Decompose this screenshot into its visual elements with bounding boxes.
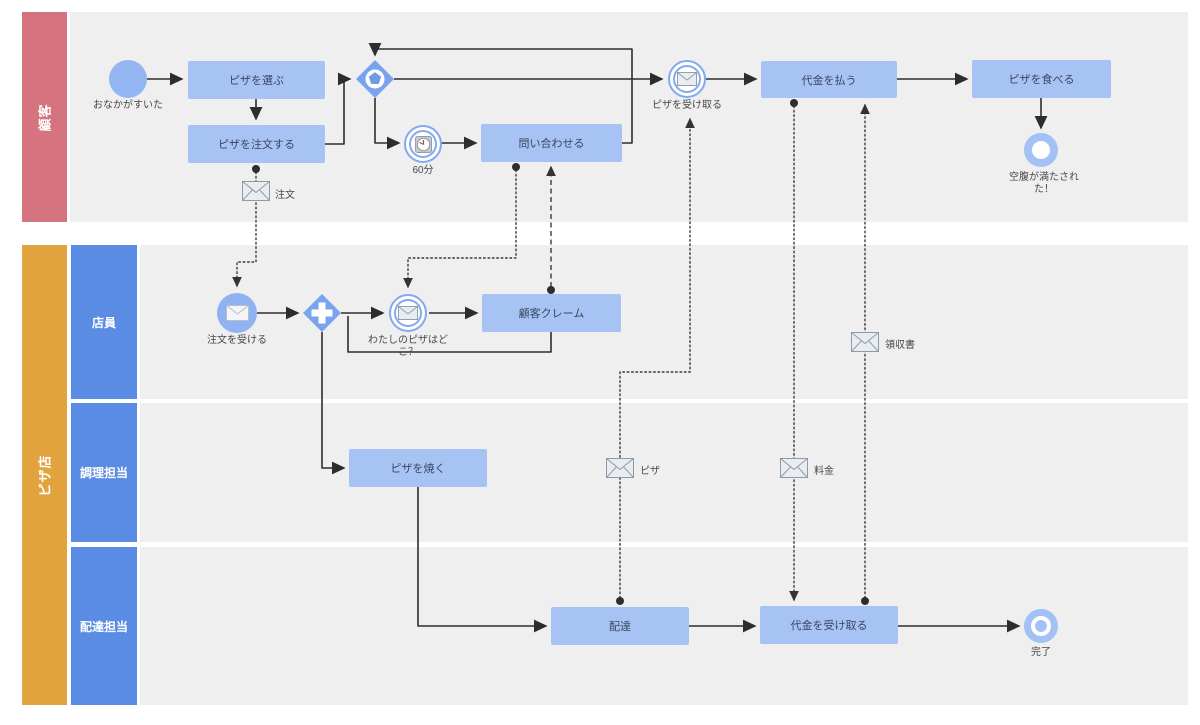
message-fee-envelope-icon[interactable]: [780, 458, 808, 478]
message-receipt-label: 領収書: [885, 340, 915, 351]
terminate-event-done-label: 完了: [1031, 647, 1051, 658]
pool-customer[interactable]: 顧客: [22, 12, 67, 222]
lane-head-delivery[interactable]: 配達担当: [71, 547, 137, 705]
message-event-receive-pizza[interactable]: [668, 60, 706, 98]
task-deliver[interactable]: 配達: [551, 607, 689, 645]
message-pizza-label: ピザ: [640, 466, 660, 477]
envelope-icon: [677, 72, 697, 86]
message-receipt-envelope-icon[interactable]: [851, 332, 879, 352]
task-eat-pizza-label: ピザを食べる: [1008, 74, 1075, 86]
task-order-pizza-label: ピザを注文する: [218, 139, 295, 151]
envelope-icon: [398, 306, 418, 320]
lane-cook-body: [140, 403, 1188, 542]
lane-clerk-label: 店員: [91, 315, 116, 330]
task-choose-pizza-label: ピザを選ぶ: [229, 75, 284, 87]
terminate-dot-icon: [1035, 620, 1047, 632]
message-event-where-pizza[interactable]: [389, 294, 427, 332]
task-bake-pizza-label: ピザを焼く: [390, 463, 446, 475]
message-order-envelope-icon[interactable]: [242, 181, 270, 201]
pool-pizza-shop[interactable]: ピザ店: [22, 245, 67, 705]
task-choose-pizza[interactable]: ピザを選ぶ: [188, 61, 325, 99]
event-gateway[interactable]: [355, 59, 395, 99]
task-order-pizza[interactable]: ピザを注文する: [188, 125, 325, 163]
message-event-receive-pizza-label: ピザを受け取る: [652, 100, 722, 111]
task-collect-payment-label: 代金を受け取る: [790, 620, 868, 632]
message-pizza-envelope-icon[interactable]: [606, 458, 634, 478]
timer-event-label: 60分: [412, 165, 434, 176]
task-collect-payment[interactable]: 代金を受け取る: [760, 606, 898, 644]
task-eat-pizza[interactable]: ピザを食べる: [972, 60, 1111, 98]
message-fee-label: 料金: [814, 466, 834, 477]
lane-cook-label: 調理担当: [79, 466, 128, 480]
task-inquire-label: 問い合わせる: [518, 138, 585, 150]
start-event-hungry[interactable]: [109, 60, 147, 98]
start-event-hungry-label: おなかがすいた: [93, 100, 163, 111]
timer-event-60min[interactable]: [404, 125, 442, 163]
task-complaint[interactable]: 顧客クレーム: [482, 294, 621, 332]
message-start-event-label: 注文を受ける: [207, 335, 267, 346]
task-deliver-label: 配達: [609, 621, 631, 633]
lane-head-clerk[interactable]: 店員: [71, 245, 137, 399]
end-event-satisfied-label: 空腹が満たされた！: [1009, 172, 1079, 195]
task-bake-pizza[interactable]: ピザを焼く: [349, 449, 487, 487]
lane-head-cook[interactable]: 調理担当: [71, 403, 137, 542]
task-pay-label: 代金を払う: [801, 74, 857, 87]
message-order-label: 注文: [275, 190, 295, 201]
task-complaint-label: 顧客クレーム: [518, 308, 585, 320]
pentagon-icon: [368, 72, 382, 84]
task-pay[interactable]: 代金を払う: [761, 61, 897, 98]
clock-icon: [414, 135, 432, 153]
message-start-event-receive-order[interactable]: [217, 293, 257, 333]
terminate-event-done[interactable]: [1024, 609, 1058, 643]
end-event-satisfied[interactable]: [1024, 133, 1058, 167]
plus-icon: [311, 302, 333, 324]
lane-delivery-label: 配達担当: [79, 619, 128, 634]
task-inquire[interactable]: 問い合わせる: [481, 124, 622, 162]
parallel-gateway[interactable]: [302, 293, 342, 333]
envelope-icon: [225, 305, 249, 321]
